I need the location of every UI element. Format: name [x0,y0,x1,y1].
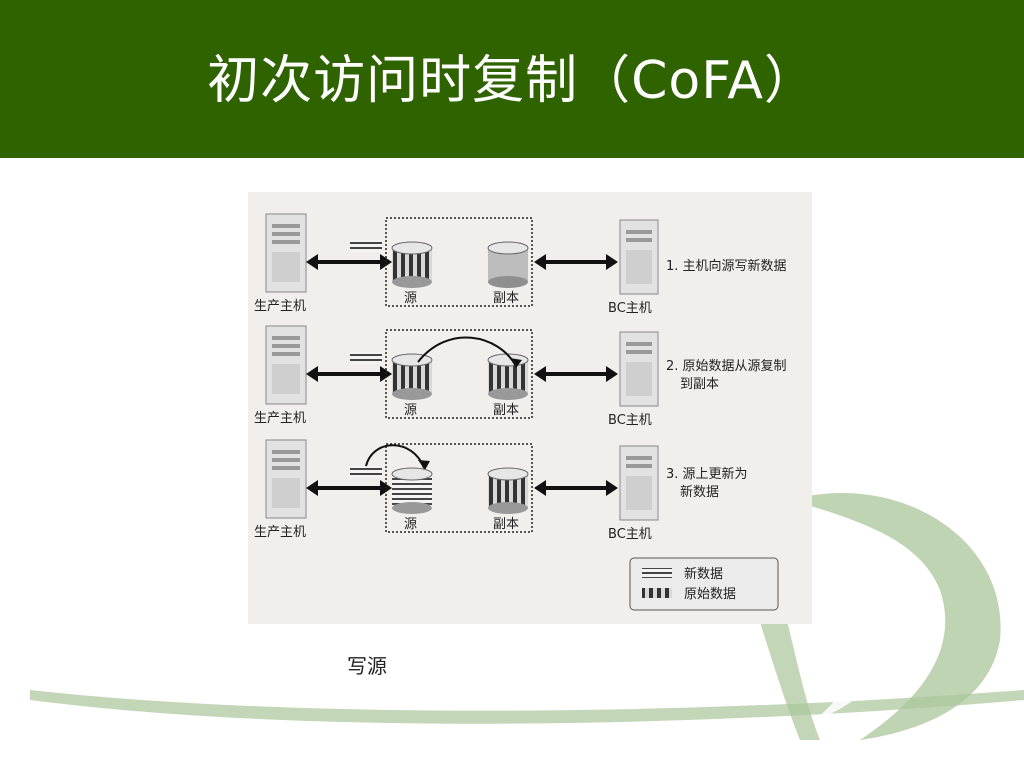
production-host-label: 生产主机 [254,299,306,314]
write-arrow-icon [365,444,425,469]
source-cylinder-icon [391,353,433,400]
replica-cylinder-icon [487,241,529,288]
production-host-icon [265,213,307,293]
slide-caption: 写源 [347,654,387,678]
production-host-icon [265,325,307,405]
slide-title: 初次访问时复制（CoFA） [207,51,817,111]
production-host-label: 生产主机 [254,411,306,426]
double-arrow-icon [534,254,618,270]
cofa-diagram: 生产主机 源 副本 [248,192,812,624]
replica-label: 副本 [493,291,519,306]
legend-new-data-label: 新数据 [684,566,723,582]
bc-host-label: BC主机 [608,527,652,542]
step-text-line: 到副本 [680,377,719,392]
slide-header: 初次访问时复制（CoFA） [0,0,1024,158]
new-data-block [350,352,382,364]
diagram-row-2: 生产主机 源 副本 [254,325,787,428]
double-arrow-icon [306,254,392,270]
storage-dashed-box [385,329,533,419]
replica-cylinder-icon [487,353,529,400]
storage-dashed-box [385,443,533,533]
bc-host-icon [619,331,659,407]
production-host-label: 生产主机 [254,525,306,540]
bc-host-icon [619,445,659,521]
source-cylinder-icon [391,241,433,288]
source-label: 源 [404,291,417,306]
double-arrow-icon [534,366,618,382]
legend-original-data-label: 原始数据 [684,587,736,602]
production-host-icon [265,439,307,519]
new-data-block [350,466,382,478]
step-text-line: 2. 原始数据从源复制 [666,359,787,374]
copy-arrow-icon [417,336,517,367]
source-cylinder-icon [391,467,433,514]
double-arrow-icon [534,480,618,496]
replica-cylinder-icon [487,467,529,514]
legend: 新数据 原始数据 [629,557,779,611]
double-arrow-icon [306,366,392,382]
step-text-line: 3. 源上更新为 [666,466,748,482]
diagram-row-3: 生产主机 源 副本 [254,439,748,542]
legend-new-data-swatch [642,568,672,578]
double-arrow-icon [306,480,392,496]
replica-label: 副本 [493,517,519,532]
legend-original-data-swatch [642,588,672,598]
replica-label: 副本 [493,403,519,418]
bc-host-label: BC主机 [608,301,652,316]
step-text-line: 1. 主机向源写新数据 [666,258,787,274]
new-data-block [350,240,382,252]
source-label: 源 [404,403,417,418]
step-text-line: 新数据 [680,484,719,500]
bc-host-label: BC主机 [608,413,652,428]
diagram-row-1: 生产主机 源 副本 [254,213,787,316]
source-label: 源 [404,517,417,532]
bc-host-icon [619,219,659,295]
storage-dashed-box [385,217,533,307]
